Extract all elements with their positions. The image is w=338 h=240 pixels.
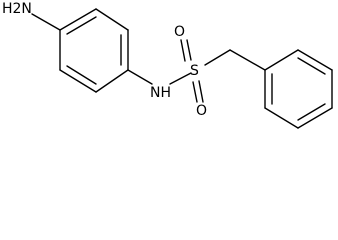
s-o-bottom-bond-2 [198,80,204,103]
s-o-top-bond-2 [186,39,192,61]
s-o-top-bond-1 [180,39,186,62]
s-o-bottom-bond-1 [192,81,198,103]
ring-a-bond-4 [95,69,129,93]
ring-b-double-1 [297,57,326,75]
ring-a-double-3 [66,65,97,85]
aminophenyl-ring [59,8,129,93]
phenyl-ring [264,49,333,129]
ring-a-bond-1 [59,8,97,31]
ring-a-bond-2 [95,8,129,31]
oxygen-bottom-label: O [196,103,207,119]
s-to-ch2-bond [204,49,231,66]
ring-b-double-2 [297,103,326,121]
ch2-to-phenyl-bond [229,49,266,71]
ring-b-bond-4 [297,107,333,129]
nh-label: NH [150,85,171,101]
sulfur-label: S [190,63,199,79]
nh-to-s-bond [169,72,192,85]
ring-to-nh-bond [127,69,153,85]
sulfonyl-oxygen-bonds [180,39,204,103]
amine-label: H2N [2,1,32,17]
ring-b-bond-2 [297,49,333,71]
chemical-structure: H2N NH S O O [2,1,333,129]
ring-a-double-1 [66,16,97,35]
oxygen-top-label: O [174,24,185,40]
ring-a-bond-5 [59,69,97,93]
amine-bond [31,13,61,31]
ring-b-bond-5 [264,107,299,129]
ring-b-bond-1 [264,49,299,71]
